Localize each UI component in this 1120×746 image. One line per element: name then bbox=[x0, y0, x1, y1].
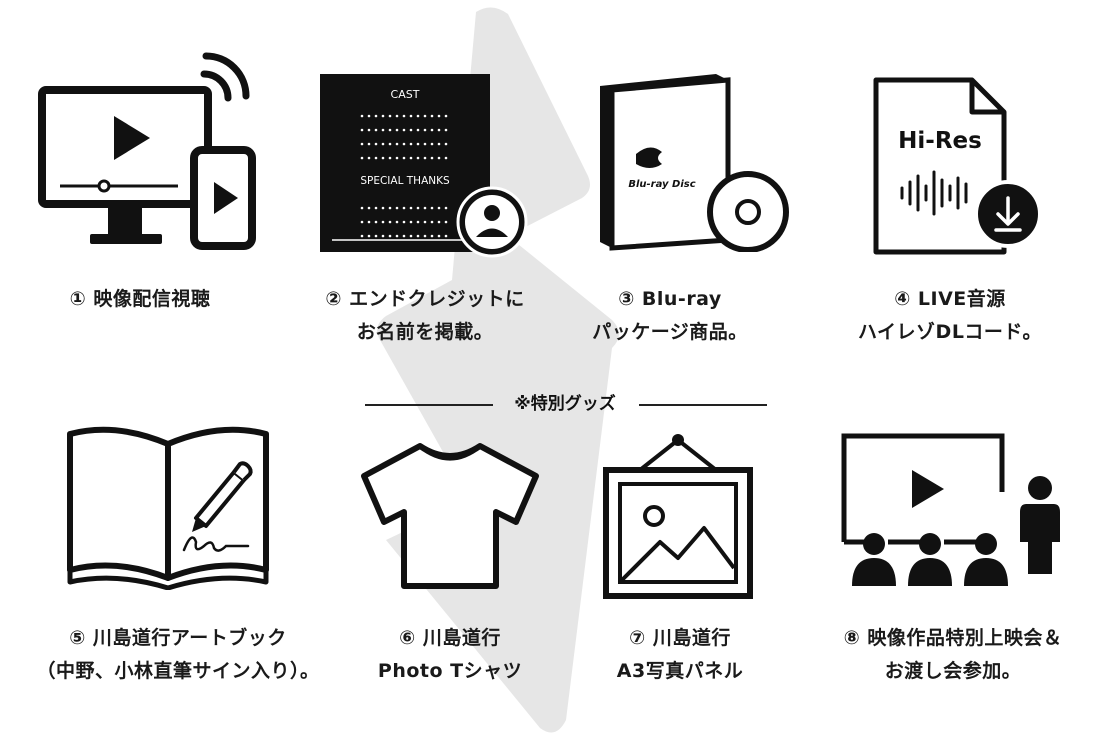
screening-event-icon bbox=[841, 433, 1060, 586]
item-3-caption-line-2: パッケージ商品。 bbox=[592, 321, 748, 343]
item-1-caption-line-1: ① 映像配信視聴 bbox=[69, 288, 211, 310]
item-3-caption-line-1: ③ Blu-ray bbox=[618, 288, 722, 310]
item-7-caption-line-2: A3写真パネル bbox=[616, 660, 744, 682]
item-4-caption-line-2: ハイレゾDLコード。 bbox=[857, 321, 1043, 343]
hires-badge-text: Hi-Res bbox=[898, 128, 982, 154]
photo-panel-icon bbox=[603, 434, 753, 599]
item-8-caption-line-1: ⑧ 映像作品特別上映会＆ bbox=[843, 627, 1063, 649]
end-credits-icon: CAST SPECIAL THANKS bbox=[320, 74, 528, 258]
credits-heading-cast: CAST bbox=[391, 88, 420, 101]
hires-download-icon: Hi-Res bbox=[873, 77, 1042, 255]
item-4-caption-line-1: ④ LIVE音源 bbox=[894, 288, 1006, 310]
special-goods-label: ※特別グッズ bbox=[514, 394, 616, 414]
special-goods-divider: ※特別グッズ bbox=[365, 392, 767, 416]
bluray-logo-text: Blu-ray Disc bbox=[628, 179, 695, 190]
item-5-caption-line-1: ⑤ 川島道行アートブック bbox=[69, 627, 287, 649]
divider-line-left bbox=[365, 404, 493, 406]
item-5-caption-line-2: （中野、小林直筆サイン入り）。 bbox=[36, 660, 320, 682]
streaming-devices-icon bbox=[38, 52, 256, 250]
item-6-caption-line-1: ⑥ 川島道行 bbox=[399, 627, 501, 649]
item-2-caption-line-2: お名前を掲載。 bbox=[356, 321, 494, 343]
divider-line-right bbox=[639, 404, 767, 406]
item-2-caption-line-1: ② エンドクレジットに bbox=[325, 288, 525, 310]
item-7-caption-line-1: ⑦ 川島道行 bbox=[629, 627, 731, 649]
signed-artbook-icon bbox=[67, 426, 269, 590]
t-shirt-icon bbox=[361, 443, 539, 589]
credits-heading-special-thanks: SPECIAL THANKS bbox=[360, 175, 450, 187]
item-8-caption-line-2: お渡し会参加。 bbox=[884, 660, 1022, 682]
bluray-package-icon: Blu-ray Disc bbox=[600, 74, 789, 252]
item-6-caption-line-2: Photo Tシャツ bbox=[377, 660, 523, 682]
